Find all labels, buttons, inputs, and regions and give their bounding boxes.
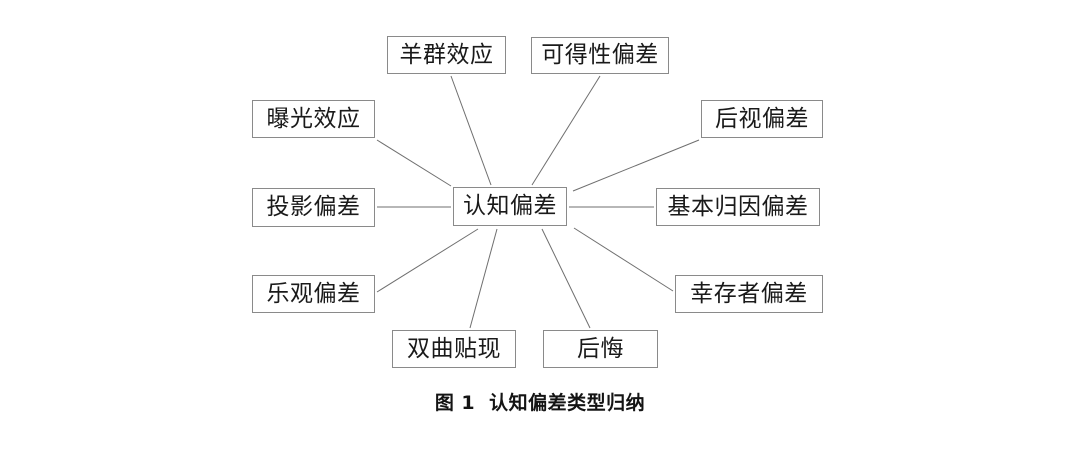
connector-mere-exposure-effect <box>376 139 452 187</box>
figure-caption: 图 1 认知偏差类型归纳 <box>0 388 1080 415</box>
connector-regret <box>541 228 591 329</box>
node-label: 认知偏差 <box>463 193 557 219</box>
connector-optimism-bias <box>376 228 479 293</box>
node-cognitive-bias[interactable]: 认知偏差 <box>453 187 567 226</box>
node-label: 双曲贴现 <box>407 335 501 362</box>
node-optimism-bias[interactable]: 乐观偏差 <box>252 275 375 313</box>
node-availability-bias[interactable]: 可得性偏差 <box>531 37 669 74</box>
connector-hyperbolic-discounting <box>469 228 498 329</box>
node-label: 可得性偏差 <box>541 42 659 68</box>
node-hyperbolic-discounting[interactable]: 双曲贴现 <box>392 330 516 368</box>
connector-hindsight-bias <box>572 139 700 192</box>
node-fundamental-attribution-bias[interactable]: 基本归因偏差 <box>656 188 820 226</box>
node-regret[interactable]: 后悔 <box>543 330 658 368</box>
node-label: 幸存者偏差 <box>690 280 808 307</box>
node-label: 乐观偏差 <box>266 280 361 307</box>
node-label: 投影偏差 <box>266 194 361 220</box>
node-label: 基本归因偏差 <box>667 193 809 220</box>
node-label: 曝光效应 <box>266 105 361 132</box>
node-hindsight-bias[interactable]: 后视偏差 <box>701 100 823 138</box>
node-mere-exposure-effect[interactable]: 曝光效应 <box>252 100 375 138</box>
figure-caption-title: 认知偏差类型归纳 <box>489 392 646 414</box>
node-survivorship-bias[interactable]: 幸存者偏差 <box>675 275 823 313</box>
node-projection-bias[interactable]: 投影偏差 <box>252 188 375 227</box>
node-label: 羊群效应 <box>399 41 494 68</box>
connector-availability-bias <box>531 75 601 186</box>
connector-herd-effect <box>450 75 492 186</box>
figure-caption-label: 图 1 <box>434 392 476 414</box>
node-herd-effect[interactable]: 羊群效应 <box>387 36 506 74</box>
node-label: 后悔 <box>577 335 624 362</box>
connector-survivorship-bias <box>573 227 674 292</box>
node-label: 后视偏差 <box>715 105 809 132</box>
